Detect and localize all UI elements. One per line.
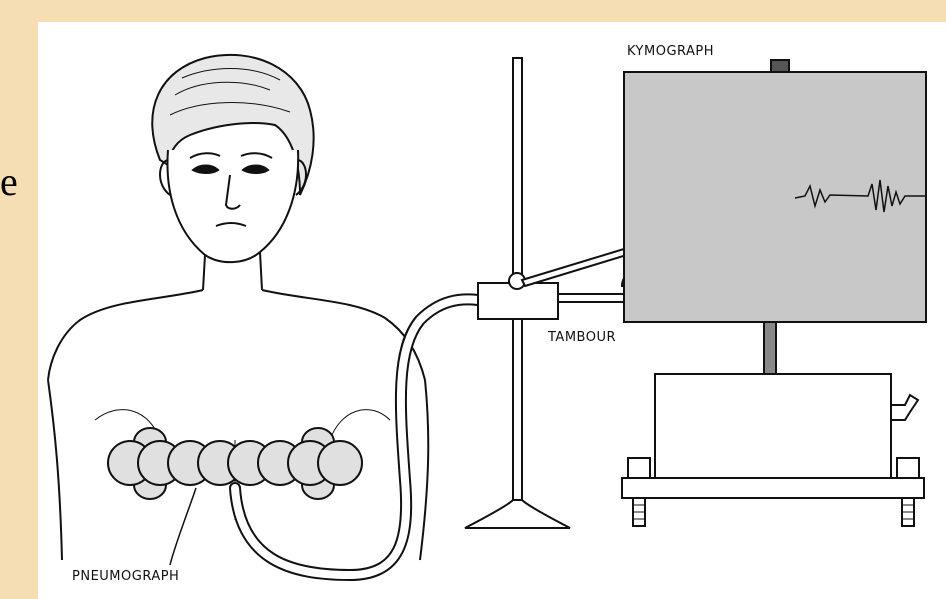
kymograph-drum	[624, 72, 926, 322]
pneumograph-label: PNEUMOGRAPH	[72, 569, 179, 584]
kymograph	[622, 60, 926, 526]
face	[167, 150, 298, 262]
pneumograph-pointer	[170, 488, 196, 565]
kymograph-base	[655, 374, 891, 478]
switch	[891, 395, 918, 420]
tambour-label: TAMBOUR	[548, 330, 616, 345]
stand-base	[465, 500, 570, 528]
kymograph-label: KYMOGRAPH	[627, 44, 714, 59]
right-eye	[243, 166, 268, 174]
left-eye	[193, 166, 218, 174]
air-tube	[235, 299, 478, 575]
